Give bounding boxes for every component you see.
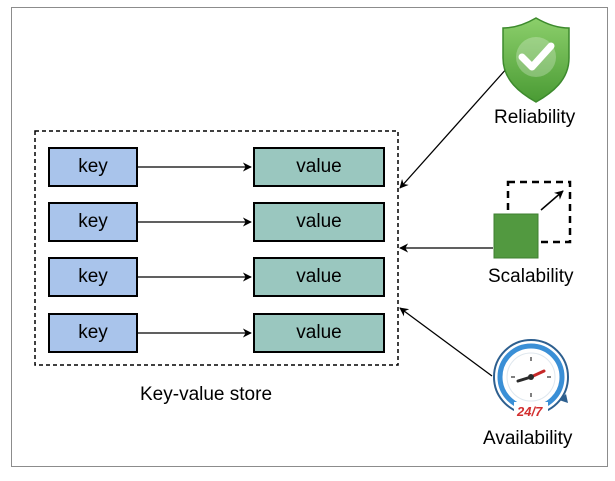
value-box: value bbox=[253, 202, 385, 242]
store-caption: Key-value store bbox=[140, 384, 273, 405]
shield-check-icon bbox=[502, 17, 570, 103]
reliability-label: Reliability bbox=[494, 107, 576, 128]
clock-24-7-icon bbox=[493, 339, 569, 417]
value-box: value bbox=[253, 257, 385, 297]
availability-badge: 24/7 bbox=[517, 404, 543, 419]
key-box: key bbox=[48, 202, 138, 242]
key-box: key bbox=[48, 257, 138, 297]
key-box: key bbox=[48, 147, 138, 187]
availability-label: Availability bbox=[483, 428, 573, 449]
scale-box-icon bbox=[493, 180, 572, 259]
key-value-store-container bbox=[34, 130, 399, 366]
value-box: value bbox=[253, 147, 385, 187]
availability-arrow bbox=[399, 307, 493, 377]
value-box: value bbox=[253, 313, 385, 353]
reliability-arrow bbox=[399, 66, 509, 189]
diagram-frame bbox=[11, 7, 608, 467]
key-box: key bbox=[48, 313, 138, 353]
scalability-label: Scalability bbox=[488, 266, 574, 287]
